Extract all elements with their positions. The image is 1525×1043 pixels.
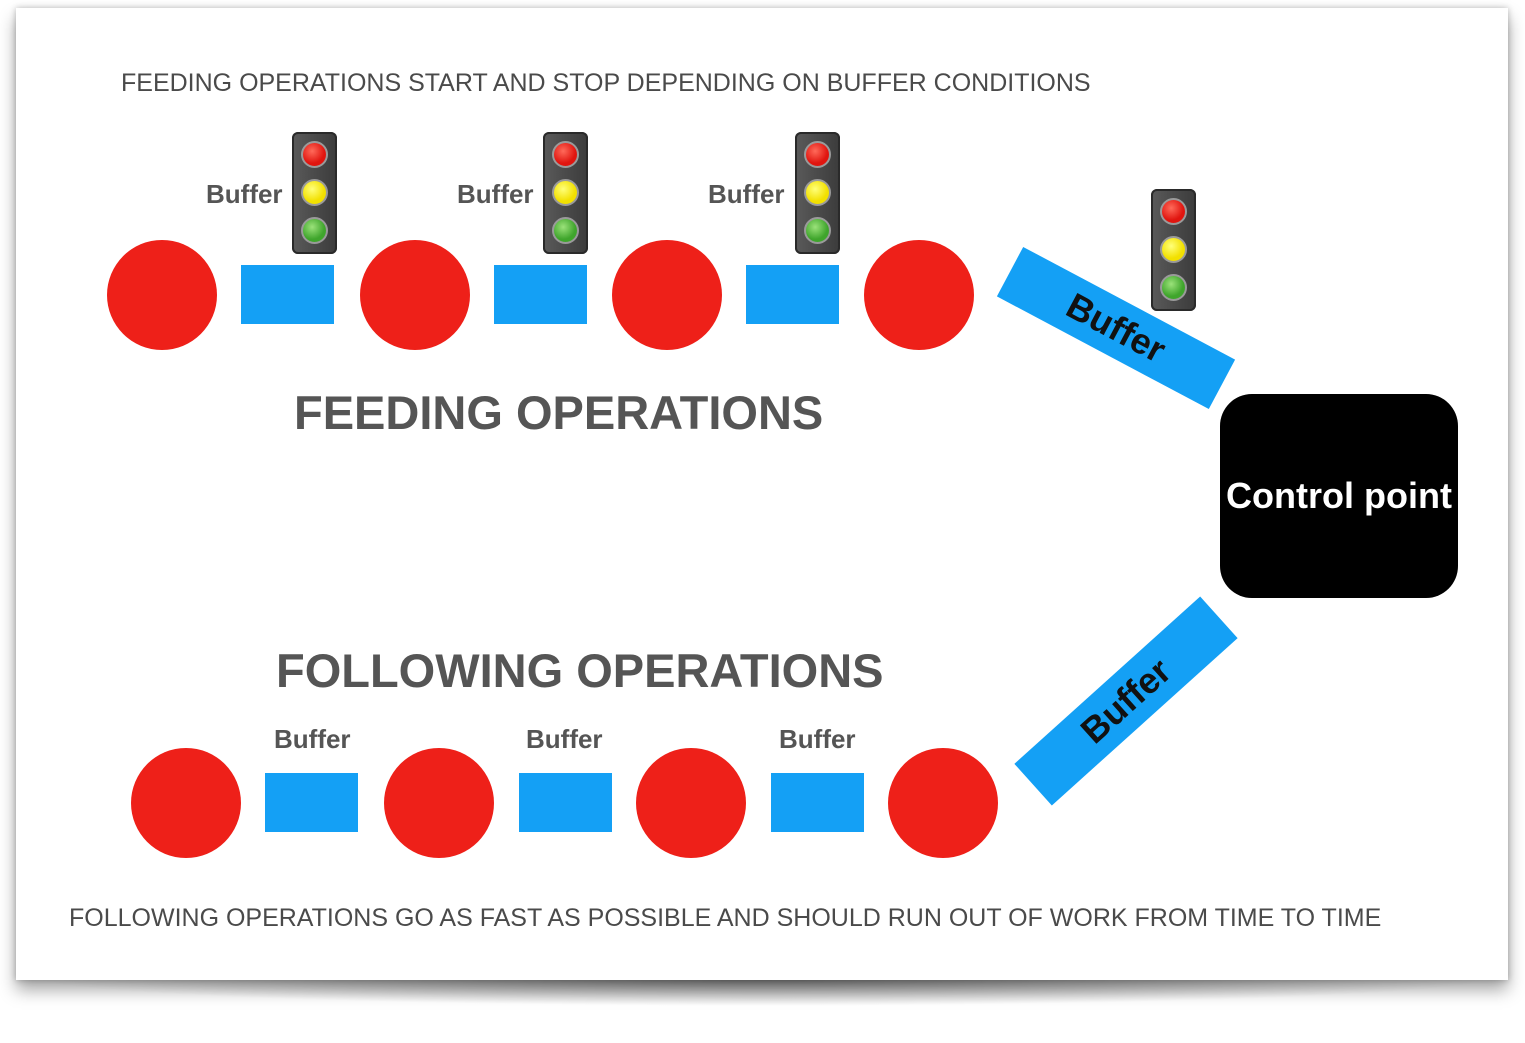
feeding-operation <box>107 240 217 350</box>
green-lamp-icon <box>552 217 579 244</box>
following-buffer <box>771 773 864 832</box>
red-lamp-icon <box>804 141 831 168</box>
feeding-buffer-label-3: Buffer <box>708 179 785 209</box>
control-point-label: Control point <box>1226 475 1452 516</box>
yellow-lamp-icon <box>301 179 328 206</box>
bottom-caption: FOLLOWING OPERATIONS GO AS FAST AS POSSI… <box>69 904 1382 932</box>
yellow-lamp-icon <box>552 179 579 206</box>
following-operation <box>131 748 241 858</box>
feeding-operation <box>360 240 470 350</box>
feeding-buffer <box>746 265 839 324</box>
green-lamp-icon <box>301 217 328 244</box>
card-shadow <box>30 978 1496 1006</box>
traffic-light-icon <box>1151 189 1196 311</box>
green-lamp-icon <box>804 217 831 244</box>
following-buffer-label-3: Buffer <box>779 724 856 754</box>
red-lamp-icon <box>552 141 579 168</box>
feeding-buffer <box>241 265 334 324</box>
following-buffer <box>519 773 612 832</box>
top-caption: FEEDING OPERATIONS START AND STOP DEPEND… <box>121 69 1091 97</box>
feeding-buffer-label-1: Buffer <box>206 179 283 209</box>
yellow-lamp-icon <box>1160 236 1187 263</box>
control-point: Control point <box>1220 394 1458 598</box>
traffic-light-icon <box>795 132 840 254</box>
following-operation <box>636 748 746 858</box>
following-buffer-label-1: Buffer <box>274 724 351 754</box>
traffic-light-icon <box>292 132 337 254</box>
feeding-operations-heading: FEEDING OPERATIONS <box>294 386 824 439</box>
following-buffer-label-2: Buffer <box>526 724 603 754</box>
traffic-light-icon <box>543 132 588 254</box>
yellow-lamp-icon <box>804 179 831 206</box>
feeding-buffer <box>494 265 587 324</box>
red-lamp-icon <box>301 141 328 168</box>
red-lamp-icon <box>1160 198 1187 225</box>
feeding-buffer-label-2: Buffer <box>457 179 534 209</box>
feeding-operation <box>864 240 974 350</box>
following-operations-heading: FOLLOWING OPERATIONS <box>276 644 884 697</box>
green-lamp-icon <box>1160 274 1187 301</box>
following-operation <box>888 748 998 858</box>
feeding-operation <box>612 240 722 350</box>
following-operation <box>384 748 494 858</box>
following-buffer <box>265 773 358 832</box>
